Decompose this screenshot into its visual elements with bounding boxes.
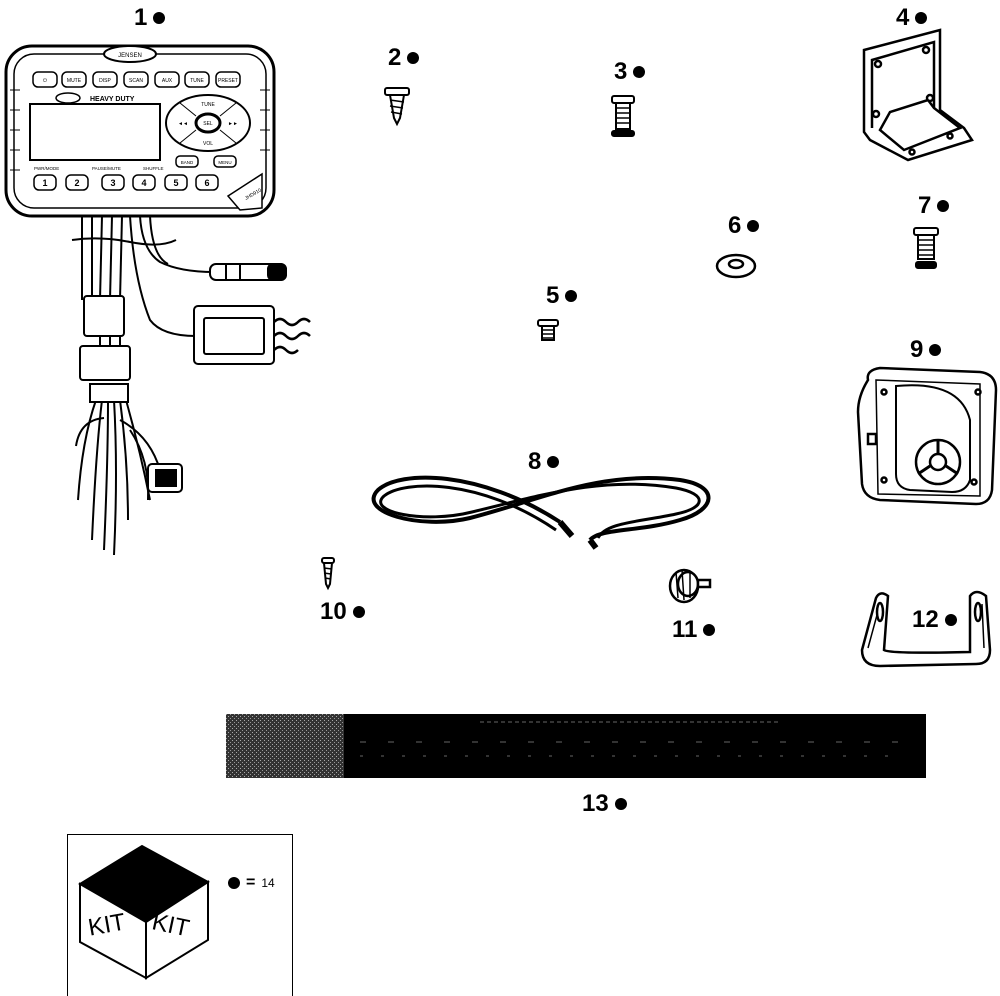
preset-caption: PWR/MODE [34, 166, 59, 171]
callout-number: 11 [672, 616, 698, 643]
top-button-label: DISP [99, 78, 111, 84]
callout-5: 5 [546, 282, 578, 310]
callout-number: 9 [910, 336, 924, 363]
top-button-label: MUTE [67, 78, 82, 84]
callout-10: 10 [320, 598, 365, 626]
harness-sleeves [79, 295, 131, 403]
bullet-dot-icon [153, 12, 166, 24]
callout-number: 7 [918, 192, 932, 219]
bullet-dot-icon [915, 12, 928, 24]
lcd-display [29, 103, 161, 161]
preset-caption: SHUFFLE [143, 166, 164, 171]
radio-head-unit: JENSEN ⏻ MUTE DISP SCAN AUX TUNE PRESET … [4, 44, 276, 218]
kit-legend-value: 14 [261, 876, 275, 890]
callout-6: 6 [728, 212, 760, 240]
callout-number: 12 [912, 606, 939, 633]
bullet-dot-icon [633, 66, 646, 78]
top-button-label: SCAN [129, 78, 143, 84]
bullet-dot-icon [944, 614, 957, 626]
top-button-row [32, 71, 241, 88]
callout-number: 6 [728, 212, 742, 239]
bullet-dot-icon [937, 200, 950, 212]
dpad-left-label: ◄◄ [178, 121, 188, 127]
callout-number: 4 [896, 4, 910, 31]
callout-3: 3 [614, 58, 646, 86]
bullet-dot-icon [228, 877, 240, 889]
callout-number: 5 [546, 282, 560, 309]
cable [371, 475, 711, 550]
callout-2: 2 [388, 44, 420, 72]
mounting-bracket [862, 28, 974, 162]
dpad [165, 94, 251, 152]
callout-9: 9 [910, 336, 942, 364]
preset-button-label: 4 [141, 178, 146, 188]
dpad-up-label: TUNE [201, 102, 215, 108]
washer [715, 253, 757, 279]
callout-12: 12 [912, 606, 957, 634]
dpad-center-label: SEL [203, 121, 213, 127]
brand-label: JENSEN [118, 53, 142, 59]
top-button-label: ⏻ [43, 78, 47, 84]
model-label: HEAVY DUTY [90, 96, 135, 103]
bullet-dot-icon [407, 52, 420, 64]
tapping-screw [384, 87, 410, 127]
preset-button-label: 2 [74, 178, 79, 188]
callout-7: 7 [918, 192, 950, 220]
callout-number: 1 [134, 4, 148, 31]
callout-1: 1 [134, 4, 166, 32]
callout-number: 3 [614, 58, 628, 85]
callout-13: 13 [582, 790, 627, 818]
harness-plug [147, 463, 183, 493]
callout-number: 13 [582, 790, 609, 817]
bullet-dot-icon [565, 290, 578, 302]
brand-badge [103, 45, 157, 63]
pan-head-screw [321, 557, 335, 591]
callout-number: 10 [320, 598, 347, 625]
bullet-dot-icon [614, 798, 627, 810]
fuse-holder [193, 305, 311, 365]
speaker [856, 366, 998, 506]
preset-caption: PAUSE/MUTE [92, 166, 121, 171]
top-button-label: AUX [162, 78, 173, 84]
kit-face-left: KIT [86, 908, 128, 941]
speaker-screw [913, 227, 939, 269]
callout-number: 8 [528, 448, 542, 475]
dpad-right-label: ►► [228, 121, 238, 127]
preset-button-label: 6 [204, 178, 209, 188]
dpad-down-label: VOL [203, 141, 213, 147]
label-strip [226, 714, 926, 778]
top-button-label: TUNE [190, 78, 204, 84]
top-button-label: PRESET [218, 78, 238, 84]
callout-8: 8 [528, 448, 560, 476]
kit-legend-box [67, 834, 293, 996]
mounting-knob [668, 568, 712, 604]
bullet-dot-icon [547, 456, 560, 468]
antenna-connector [209, 263, 287, 281]
callout-number: 2 [388, 44, 402, 71]
bullet-dot-icon [929, 344, 942, 356]
u-bracket [860, 590, 992, 668]
callout-4: 4 [896, 4, 928, 32]
kit-cube-icon: KIT KIT [78, 844, 210, 980]
machine-screw [611, 95, 635, 137]
equals-sign: = [246, 874, 256, 891]
kit-legend: = 14 [228, 874, 275, 892]
small-screw [537, 319, 559, 341]
band-button-label: BAND [181, 160, 194, 165]
preset-button-row [33, 174, 219, 191]
bullet-dot-icon [352, 606, 365, 618]
preset-button-label: 5 [173, 178, 178, 188]
callout-11: 11 [672, 616, 716, 644]
preset-button-label: 1 [42, 178, 47, 188]
menu-button-label: MENU [218, 160, 231, 165]
bullet-dot-icon [703, 624, 716, 636]
preset-button-label: 3 [110, 178, 115, 188]
bullet-dot-icon [747, 220, 760, 232]
